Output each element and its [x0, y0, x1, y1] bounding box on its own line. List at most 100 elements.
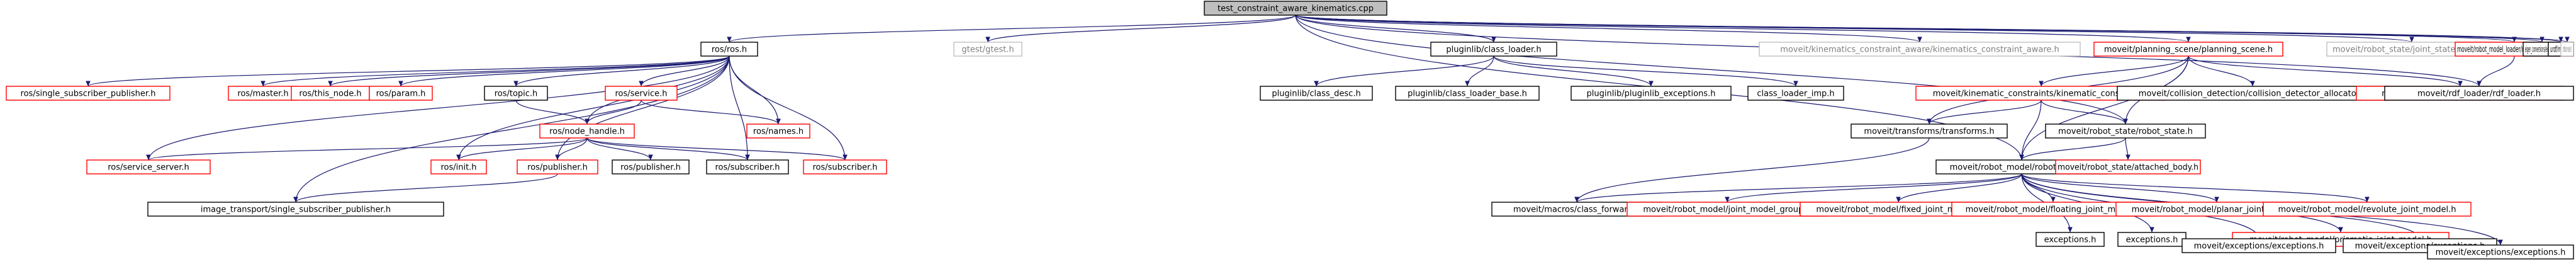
edge-ros-to-names	[729, 55, 781, 125]
node-master: ros/master.h	[228, 86, 298, 101]
node-tt[interactable]: moveit/transforms/transforms.h	[1851, 123, 2008, 139]
node-mkc: moveit/kinematics_constraint_aware/kinem…	[1759, 42, 2081, 57]
node-rdfl[interactable]: moveit/rdf_loader/rdf_loader.h	[2384, 86, 2574, 101]
node-ss: ros/service_server.h	[86, 159, 211, 175]
node-box	[484, 86, 548, 101]
node-param: ros/param.h	[369, 86, 433, 101]
node-box	[2384, 86, 2574, 101]
node-label: pluginlib/class_desc.h	[1272, 89, 1360, 99]
edge-kcc-to-tt	[1927, 100, 2042, 125]
node-label: moveit/transforms/transforms.h	[1864, 127, 1994, 137]
node-label: moveit/kinematics_constraint_aware/kinem…	[1780, 45, 2059, 55]
node-service: ros/service.h	[605, 86, 678, 101]
edge-ros-to-thisnode	[328, 55, 730, 87]
node-label: moveit/kinematic_constraints/kinematic_c…	[1933, 89, 2150, 99]
edge-pub1-to-itssp	[293, 173, 558, 203]
edge-ros-to-init	[456, 55, 730, 161]
node-ros[interactable]: ros/ros.h	[700, 42, 758, 57]
edge-nh-to-pub1	[555, 137, 588, 161]
node-box	[2560, 42, 2574, 57]
node-label: ros/master.h	[237, 89, 288, 99]
node-label: ros/names.h	[753, 127, 804, 137]
node-pclb[interactable]: pluginlib/class_loader_base.h	[1395, 86, 1540, 101]
node-pex[interactable]: pluginlib/pluginlib_exceptions.h	[1571, 86, 1732, 101]
node-topic[interactable]: ros/topic.h	[484, 86, 548, 101]
edge-service-to-names	[641, 100, 781, 125]
node-label: image_transport/single_subscriber_publis…	[201, 205, 391, 215]
node-box	[2045, 123, 2206, 139]
node-box	[1747, 86, 1844, 101]
edge-rmrm-to-pjm	[2021, 173, 2219, 203]
edge-root-to-srdf	[1295, 14, 2570, 43]
node-box	[430, 159, 487, 175]
node-box	[2093, 42, 2283, 57]
node-mcf[interactable]: moveit/macros/class_forward.h	[1491, 202, 1662, 217]
node-label: pluginlib/class_loader.h	[1446, 45, 1541, 55]
node-label: ros/subscriber.h	[715, 163, 780, 173]
node-rsab: moveit/robot_state/attached_body.h	[2055, 159, 2201, 175]
node-label: exceptions.h	[2126, 236, 2178, 245]
node-label: moveit/macros/class_forward.h	[1513, 205, 1640, 215]
node-label: ros/subscriber.h	[812, 163, 877, 173]
node-exc1[interactable]: exceptions.h	[2036, 232, 2105, 247]
edge-ros-to-service	[639, 55, 730, 87]
node-box	[2181, 238, 2336, 253]
node-label: test_constraint_aware_kinematics.cpp	[1218, 4, 1374, 14]
node-label: moveit/robot_state/joint_state_group.h	[2332, 45, 2491, 55]
node-label: moveit/exceptions/exceptions.h	[2436, 248, 2566, 258]
edge-ros-to-ss	[146, 55, 730, 161]
node-box	[2036, 232, 2105, 247]
node-label: ros/service.h	[615, 89, 667, 99]
node-jmg: moveit/robot_model/joint_model_group.h	[1627, 202, 1828, 217]
node-ssp1: ros/single_subscriber_publisher.h	[6, 86, 171, 101]
node-label: moveit/robot_state/attached_body.h	[2058, 163, 2198, 173]
node-sub1[interactable]: ros/subscriber.h	[706, 159, 789, 175]
node-pcd[interactable]: pluginlib/class_desc.h	[1260, 86, 1373, 101]
node-label: ros/service_server.h	[108, 163, 189, 173]
node-plc[interactable]: pluginlib/class_loader.h	[1430, 42, 1557, 57]
edge-root-to-ros	[727, 14, 1296, 43]
edge-ros-to-topic	[513, 55, 730, 87]
edge-plc-to-pex	[1493, 55, 1654, 87]
edge-root-to-mps	[1295, 14, 2191, 43]
node-label: ros/publisher.h	[527, 163, 588, 173]
node-pub1: ros/publisher.h	[517, 159, 598, 175]
node-mee3[interactable]: moveit/exceptions/exceptions.h	[2427, 244, 2574, 260]
header-nodes: test_constraint_aware_kinematics.cpp ros/…	[6, 1, 2574, 260]
edge-rsrs-to-rmrm	[2019, 137, 2126, 161]
node-box	[147, 202, 444, 217]
edge-root-to-plc	[1295, 14, 1496, 43]
node-rsrs[interactable]: moveit/robot_state/robot_state.h	[2045, 123, 2206, 139]
edge-kcc-to-rmrm	[2019, 100, 2042, 161]
node-label: gtest/gtest.h	[961, 45, 1014, 55]
node-label: moveit/robot_model/planar_joint_model.h	[2132, 205, 2302, 215]
edge-rmrm-to-mcf	[1574, 173, 2022, 203]
node-init: ros/init.h	[430, 159, 487, 175]
node-mee1[interactable]: moveit/exceptions/exceptions.h	[2181, 238, 2336, 253]
node-cdca[interactable]: moveit/collision_detection/collision_det…	[2117, 86, 2388, 101]
node-cli[interactable]: class_loader_imp.h	[1747, 86, 1844, 101]
node-label: srdfdom/model.h	[2563, 45, 2572, 55]
node-box	[1395, 86, 1540, 101]
node-pub2[interactable]: ros/publisher.h	[612, 159, 690, 175]
node-label: moveit/robot_model/fixed_joint_model.h	[1816, 205, 1980, 215]
node-label: moveit/robot_model/revolute_joint_model.…	[2278, 205, 2456, 215]
node-fljm: moveit/robot_model/floating_joint_model.…	[1951, 202, 2155, 217]
edge-nh-to-init	[456, 137, 588, 161]
edge-root-to-rsrs	[1295, 14, 2128, 125]
node-box	[517, 159, 598, 175]
node-srdf: srdfdom/model.h	[2560, 42, 2574, 57]
edge-mps-to-cdca	[2188, 55, 2255, 87]
node-label: pluginlib/pluginlib_exceptions.h	[1587, 89, 1716, 99]
node-box	[2055, 159, 2201, 175]
edge-plc-to-pcd	[1314, 55, 1494, 87]
node-label: ros/single_subscriber_publisher.h	[21, 89, 156, 99]
node-box	[612, 159, 690, 175]
node-itssp[interactable]: image_transport/single_subscriber_publis…	[147, 202, 444, 217]
edge-ros-to-master	[260, 55, 730, 87]
node-rsjsg: moveit/robot_state/joint_state_group.h	[2326, 42, 2497, 57]
edge-rmrm-to-fjm	[1896, 173, 2022, 203]
edge-topic-to-nh	[515, 100, 590, 125]
node-exc2[interactable]: exceptions.h	[2117, 232, 2187, 247]
node-box	[706, 159, 789, 175]
